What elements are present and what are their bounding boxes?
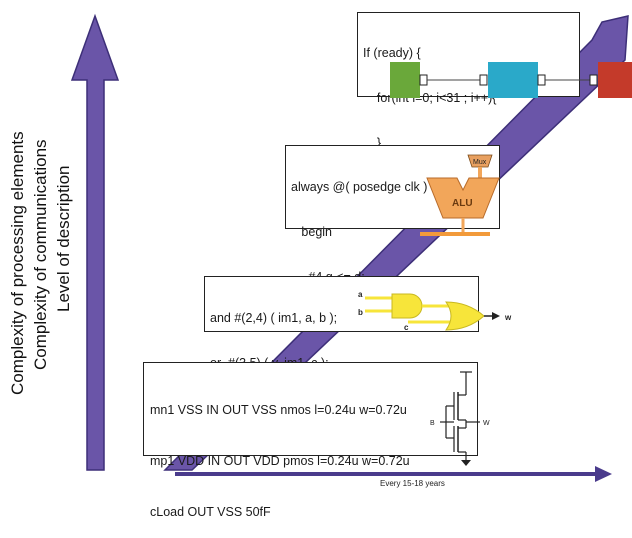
cyan-process-block bbox=[488, 62, 538, 98]
circuit-code-line-3: cLoad OUT VSS 50fF bbox=[150, 505, 271, 519]
output-arrow bbox=[492, 312, 500, 320]
gate-diagram: a b c w bbox=[358, 290, 512, 332]
rtl-code-line-2: begin bbox=[291, 225, 333, 239]
alu-output-bar bbox=[420, 232, 490, 236]
x-axis-label: Every 15-18 years bbox=[380, 479, 445, 488]
alu-label: ALU bbox=[452, 198, 473, 209]
red-port-in bbox=[589, 74, 598, 86]
signal-b: b bbox=[358, 308, 363, 317]
circuit-code-line-2: mp1 VDD IN OUT VDD pmos l=0.24u w=0.72u bbox=[150, 454, 410, 468]
vertical-axis-arrow bbox=[70, 13, 120, 471]
signal-c: c bbox=[404, 323, 409, 332]
mux-shape bbox=[467, 154, 493, 168]
gate-code-line-1: and #(2,4) ( im1, a, b ); bbox=[210, 311, 338, 325]
system-code-line-1: If (ready) { bbox=[363, 46, 421, 60]
or-gate-shape bbox=[445, 301, 485, 331]
horizontal-axis-arrowhead bbox=[595, 466, 612, 482]
horizontal-axis-bar bbox=[175, 472, 595, 476]
signal-a: a bbox=[358, 290, 363, 299]
alu-diagram: Mux ALU bbox=[420, 154, 500, 236]
signal-w: w bbox=[504, 313, 512, 322]
alu-shape bbox=[426, 177, 500, 219]
transistor-schematic: B W bbox=[430, 371, 490, 466]
diagonal-progress-arrow bbox=[70, 13, 629, 482]
green-process-block bbox=[390, 62, 420, 98]
signal-B: B bbox=[430, 420, 435, 427]
mux-label: Mux bbox=[473, 159, 487, 166]
signal-W: W bbox=[483, 420, 490, 427]
system-code-line-3: } bbox=[363, 136, 382, 150]
rtl-code-line-1: always @( posedge clk ) bbox=[291, 180, 428, 194]
red-process-block bbox=[598, 62, 632, 98]
and-gate-shape bbox=[391, 293, 423, 319]
system-blocks-diagram bbox=[390, 62, 632, 98]
circuit-code-line-1: mn1 VSS IN OUT VSS nmos l=0.24u w=0.72u bbox=[150, 403, 407, 417]
cyan-port-in bbox=[479, 74, 488, 86]
